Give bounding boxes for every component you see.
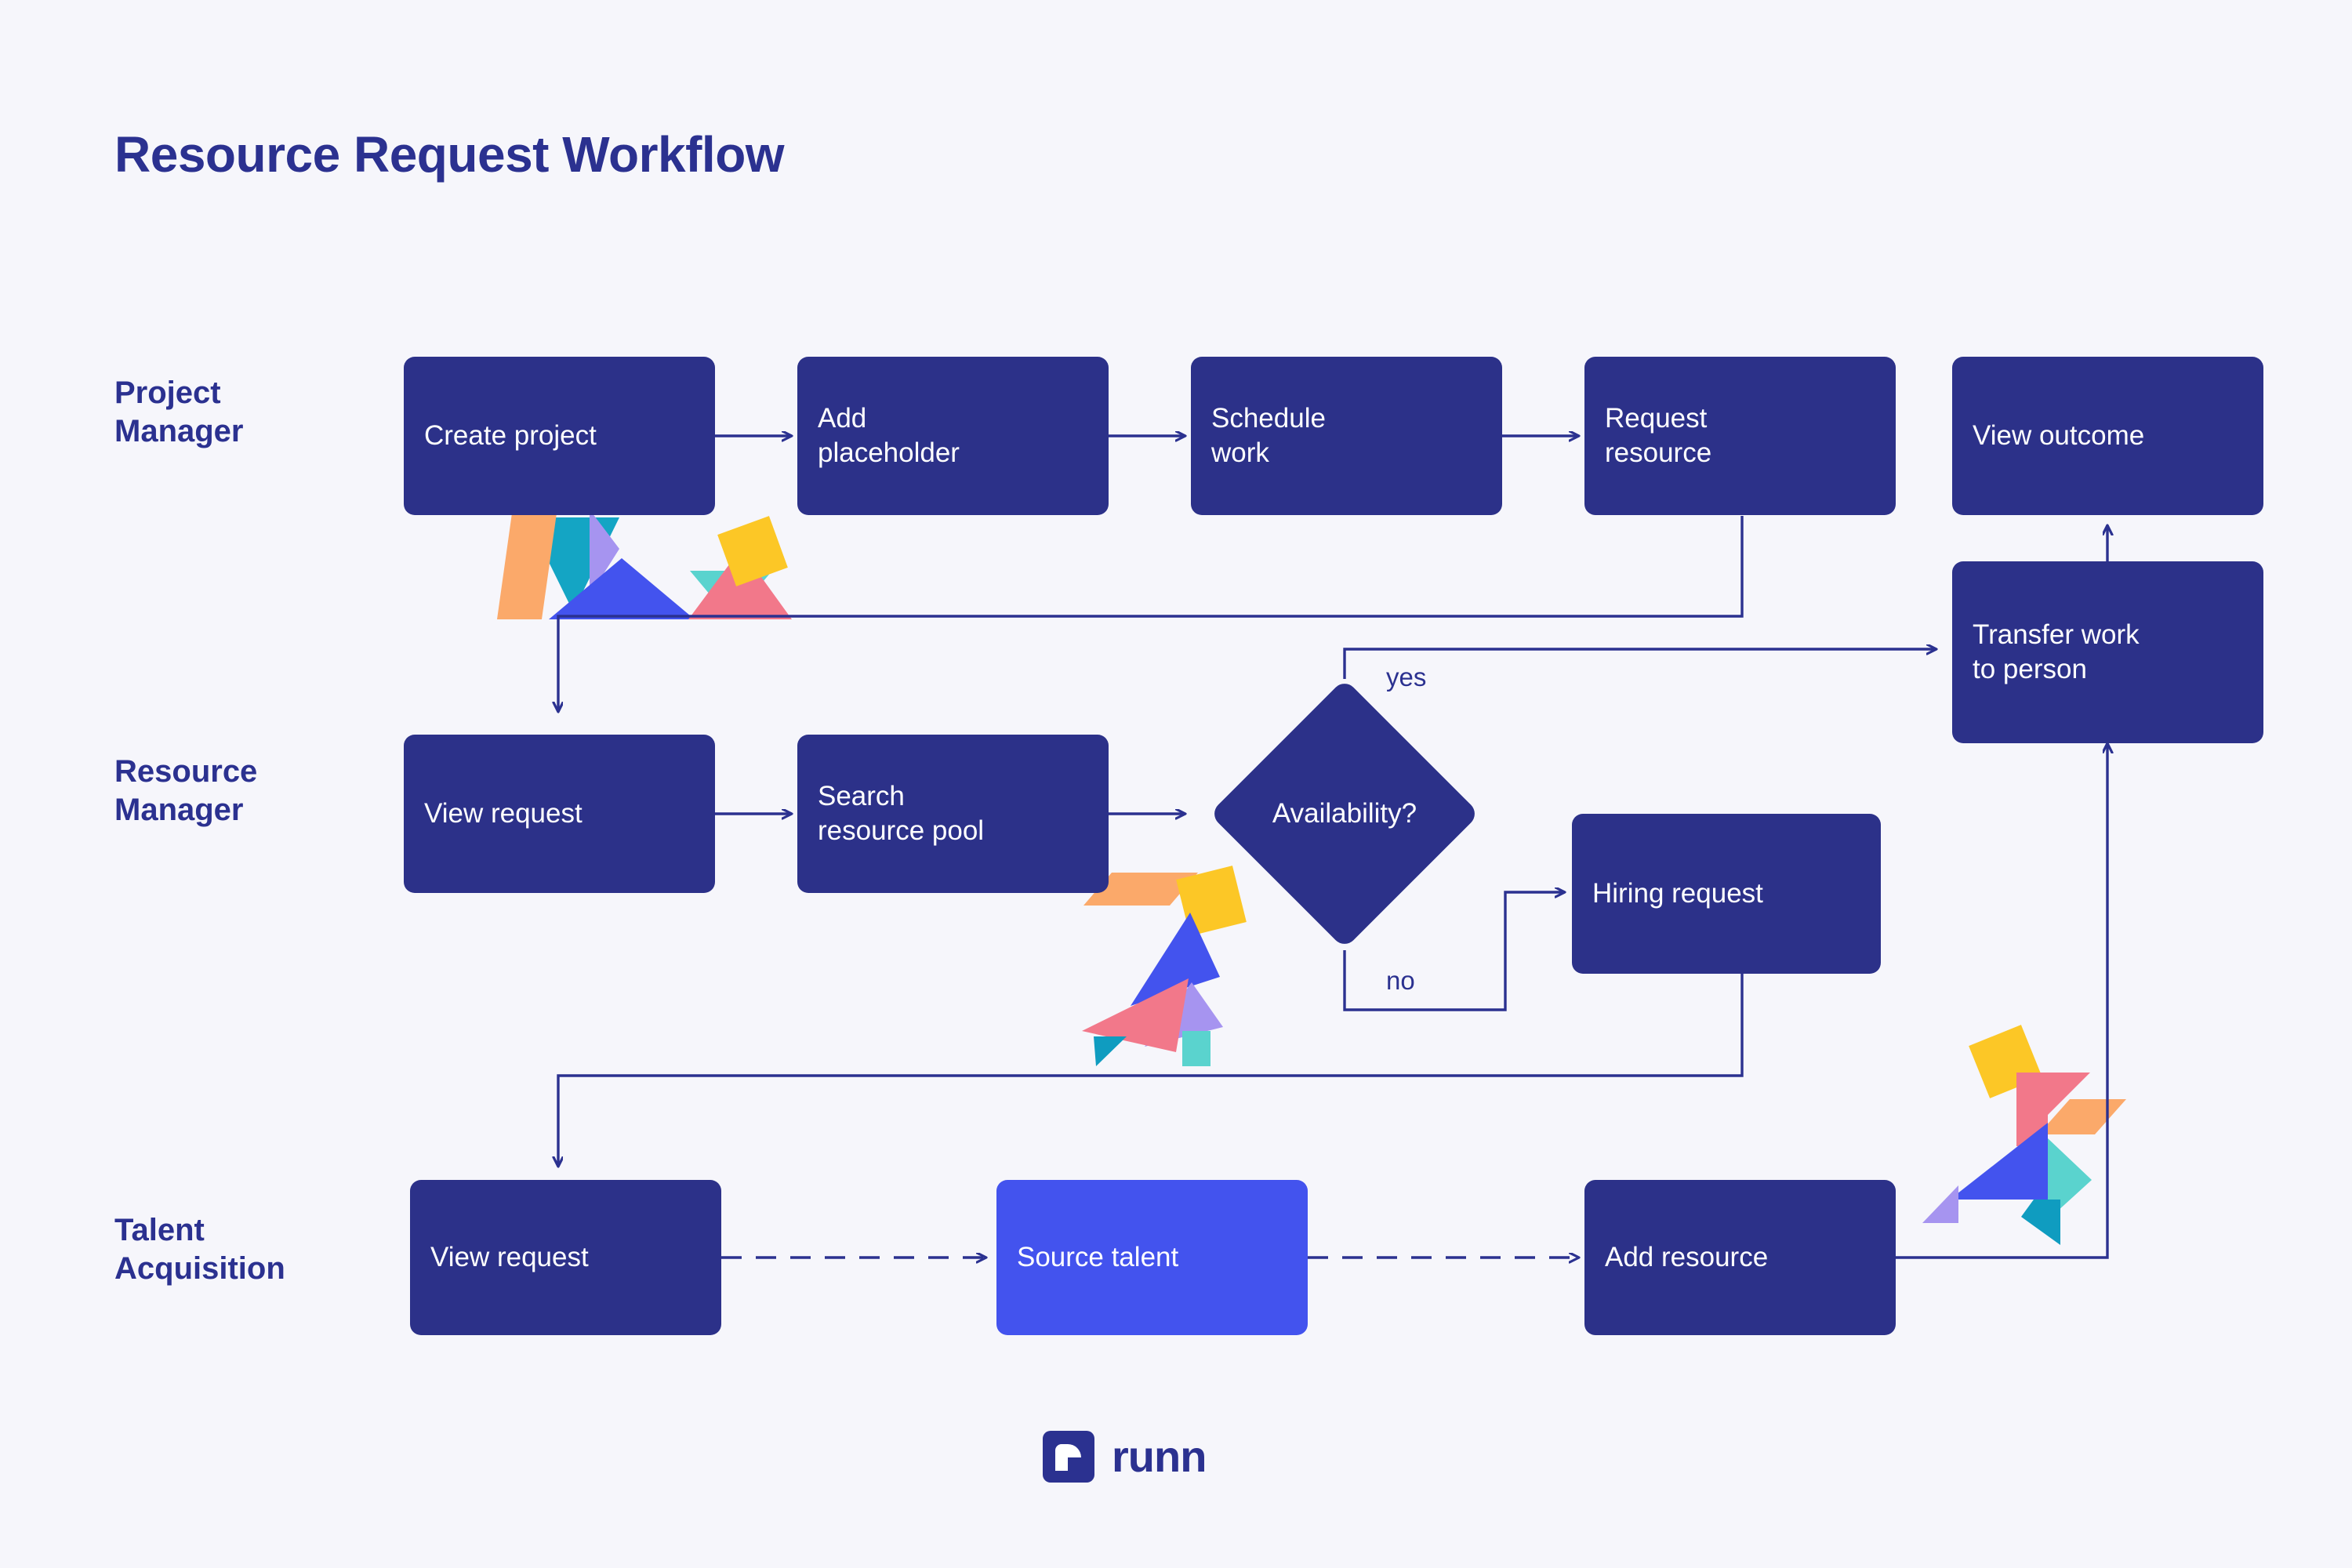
edge-request-to-view-request-rm xyxy=(558,516,1744,712)
edge-hiring-to-view-request-ta xyxy=(558,974,1744,1167)
node-create-project[interactable]: Create project xyxy=(404,357,715,515)
runn-logo-icon xyxy=(1043,1431,1094,1483)
node-add-resource[interactable]: Add resource xyxy=(1584,1180,1896,1335)
node-request-resource[interactable]: Request resource xyxy=(1584,357,1896,515)
edge-addresource-to-transfer xyxy=(1896,743,2107,1259)
node-search-resource-pool[interactable]: Search resource pool xyxy=(797,735,1109,893)
node-label: Availability? xyxy=(1272,798,1417,829)
node-label: Add placeholder xyxy=(818,402,960,468)
edge-availability-yes-to-transfer xyxy=(1343,649,1936,679)
tangram-center-icon xyxy=(1082,866,1247,1066)
node-transfer-work-to-person[interactable]: Transfer work to person xyxy=(1952,561,2263,743)
lane-label-project-manager: Project Manager xyxy=(114,376,244,448)
node-label: Create project xyxy=(424,419,597,451)
node-view-request-resource-manager[interactable]: View request xyxy=(404,735,715,893)
page-title: Resource Request Workflow xyxy=(114,126,785,183)
runn-brand: runn xyxy=(1043,1431,1207,1483)
edge-label-no: no xyxy=(1386,966,1415,995)
runn-logo-arc xyxy=(1068,1444,1081,1457)
node-availability-decision[interactable]: Availability? xyxy=(1209,678,1480,949)
node-label: Hiring request xyxy=(1592,877,1763,909)
node-label: Add resource xyxy=(1605,1241,1769,1272)
edge-label-yes: yes xyxy=(1386,662,1427,691)
node-view-outcome[interactable]: View outcome xyxy=(1952,357,2263,515)
node-label: View request xyxy=(424,797,583,829)
node-label: View request xyxy=(430,1241,589,1272)
tangram-right-icon xyxy=(1922,1025,2126,1245)
edge-availability-no-to-hiring xyxy=(1343,892,1565,1011)
node-label: Source talent xyxy=(1017,1241,1179,1272)
node-label: Transfer work to person xyxy=(1973,619,2140,684)
node-source-talent[interactable]: Source talent xyxy=(996,1180,1308,1335)
runn-wordmark: runn xyxy=(1112,1432,1207,1481)
node-view-request-talent-acquisition[interactable]: View request xyxy=(410,1180,721,1335)
node-label: Request resource xyxy=(1605,402,1712,468)
node-schedule-work[interactable]: Schedule work xyxy=(1191,357,1502,515)
node-label: View outcome xyxy=(1973,419,2145,451)
lane-label-talent-acquisition: Talent Acquisition xyxy=(114,1213,285,1286)
node-label: Search resource pool xyxy=(818,780,985,846)
node-add-placeholder[interactable]: Add placeholder xyxy=(797,357,1109,515)
node-hiring-request[interactable]: Hiring request xyxy=(1572,814,1881,974)
runn-logo-bar xyxy=(1055,1444,1068,1471)
node-label: Schedule work xyxy=(1211,402,1326,468)
lane-label-resource-manager: Resource Manager xyxy=(114,754,258,827)
tangram-left-icon xyxy=(496,506,792,619)
